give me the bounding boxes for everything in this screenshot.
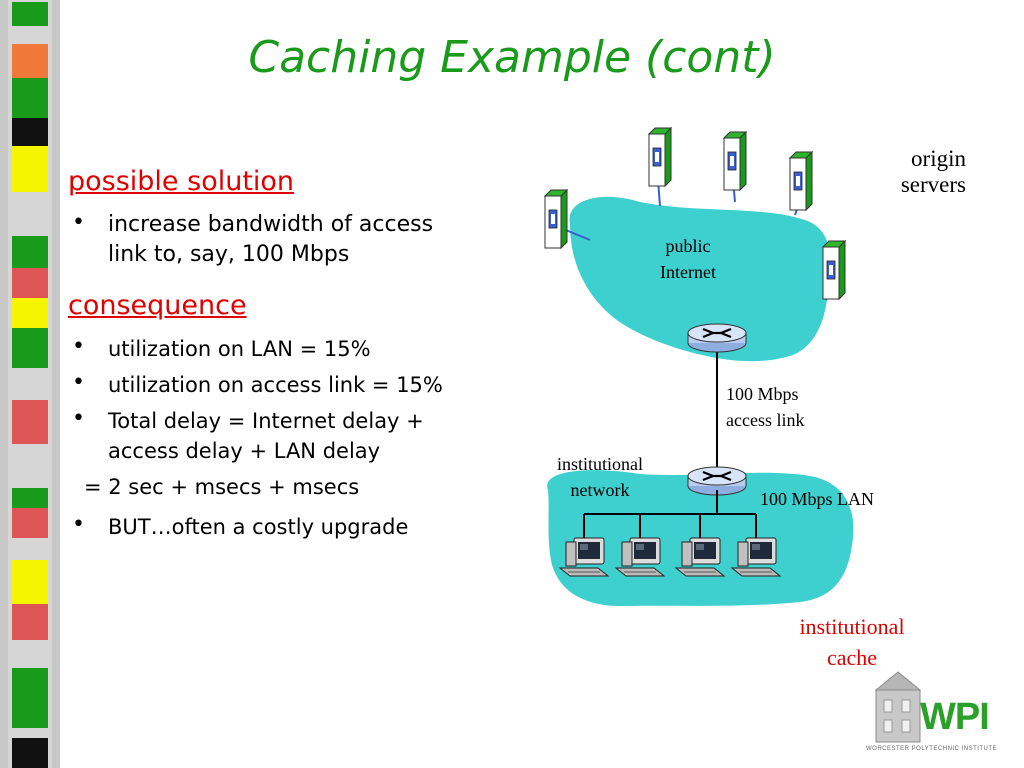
cache-label-line1: institutional (799, 614, 905, 639)
wpi-logo: WPI (920, 696, 990, 739)
bullet-dot: • (72, 406, 85, 431)
origin-server-icon (822, 240, 846, 300)
possible-solution-heading: possible solution (68, 166, 295, 197)
wpi-logo-text: WPI (920, 696, 990, 738)
institutional-cache-label: institutional cache (784, 611, 920, 673)
pc-icon (615, 537, 665, 577)
pc-icon (559, 537, 609, 577)
origin-server-icon (723, 131, 747, 191)
public-internet-cloud (569, 196, 830, 362)
consequence-bullet-delay: Total delay = Internet delay + access de… (108, 406, 508, 466)
delay-equation: = 2 sec + msecs + msecs (84, 475, 360, 499)
origin-server-icon (648, 127, 672, 187)
origin-servers-label: origin servers (870, 146, 966, 198)
inst-net-line2: network (570, 480, 630, 500)
inst-net-line1: institutional (556, 454, 643, 474)
pc-icon (675, 537, 725, 577)
pc-icon (731, 537, 781, 577)
solution-bullet-line2: link to, say, 100 Mbps (108, 242, 350, 267)
solution-bullet: increase bandwidth of access link to, sa… (108, 210, 508, 270)
decorative-side-strip (0, 0, 60, 768)
solution-bullet-line1: increase bandwidth of access (108, 212, 434, 237)
delay-line2: access delay + LAN delay (108, 439, 381, 463)
access-link-label: 100 Mbps access link (726, 381, 836, 433)
bullet-dot: • (72, 334, 85, 359)
consequence-bullet-upgrade: BUT…often a costly upgrade (108, 515, 409, 539)
consequence-heading: consequence (68, 290, 247, 321)
origin-label-line2: servers (900, 172, 966, 197)
bullet-dot: • (72, 512, 85, 537)
origin-server-icon (544, 189, 568, 249)
slide-title: Caching Example (cont) (248, 32, 776, 83)
access-label-line2: access link (726, 410, 805, 430)
cache-label-line2: cache (826, 645, 878, 670)
access-label-line1: 100 Mbps (726, 384, 799, 404)
bullet-dot: • (72, 370, 85, 395)
wpi-logo-subtext: WORCESTER POLYTECHNIC INSTITUTE (866, 746, 998, 752)
wpi-logo-building (874, 671, 922, 743)
internet-router-icon (686, 322, 748, 354)
lan-label: 100 Mbps LAN (760, 489, 875, 509)
consequence-bullet-access: utilization on access link = 15% (108, 373, 443, 397)
institutional-network-label: institutional network (540, 451, 660, 503)
public-label-line1: public (665, 236, 711, 256)
public-label-line2: Internet (660, 262, 716, 282)
origin-server-icon (789, 151, 813, 211)
consequence-bullet-lan: utilization on LAN = 15% (108, 337, 371, 361)
public-internet-label: public Internet (640, 233, 736, 285)
bullet-dot: • (72, 210, 85, 235)
delay-line1: Total delay = Internet delay + (108, 409, 424, 433)
origin-label-line1: origin (911, 146, 966, 171)
